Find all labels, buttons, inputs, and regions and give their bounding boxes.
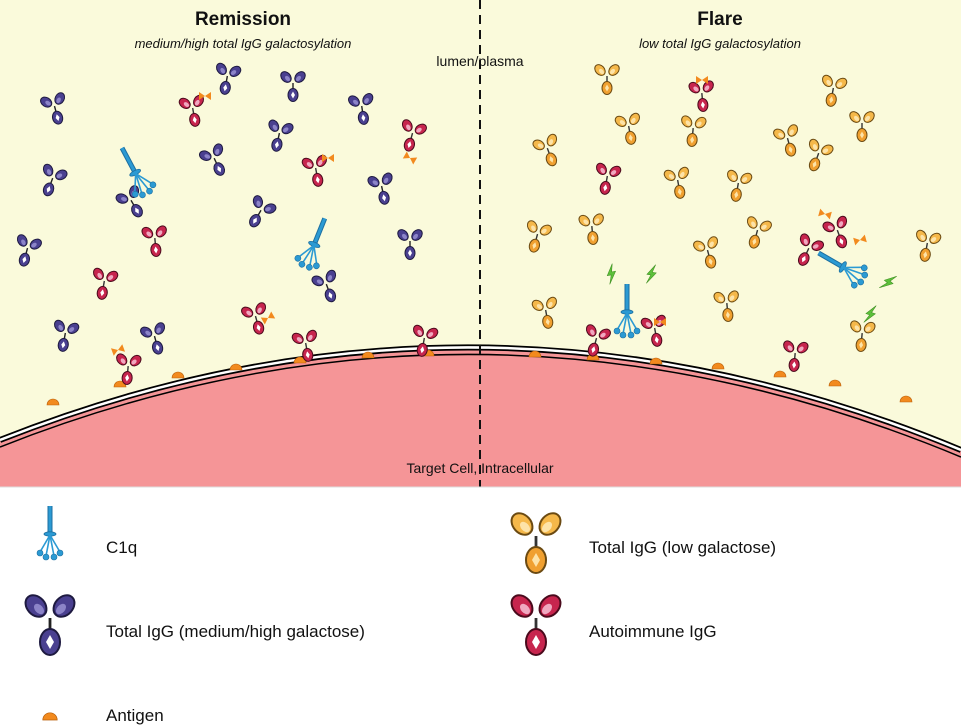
legend-autoimmune-label: Autoimmune IgG (589, 622, 717, 641)
lumen-label: lumen/plasma (436, 53, 523, 69)
legend-igg-high-label: Total IgG (medium/high galactose) (106, 622, 365, 641)
legend-c1q-label: C1q (106, 538, 137, 557)
legend-c1q-icon (37, 506, 63, 560)
legend-antigen-icon (42, 712, 58, 721)
legend: C1q Total IgG (medium/high galactose) An… (19, 506, 776, 725)
legend-igg-low-label: Total IgG (low galactose) (589, 538, 776, 557)
remission-subtitle: medium/high total IgG galactosylation (135, 36, 352, 51)
remission-title: Remission (195, 9, 291, 30)
legend-igg-low-icon (505, 507, 567, 575)
legend-autoimmune-icon (505, 589, 567, 657)
flare-title: Flare (697, 9, 742, 30)
cell-label: Target Cell, Intracellular (406, 460, 553, 476)
flare-subtitle: low total IgG galactosylation (639, 36, 801, 51)
legend-antigen-label: Antigen (106, 706, 164, 725)
legend-igg-high-icon (19, 589, 81, 657)
